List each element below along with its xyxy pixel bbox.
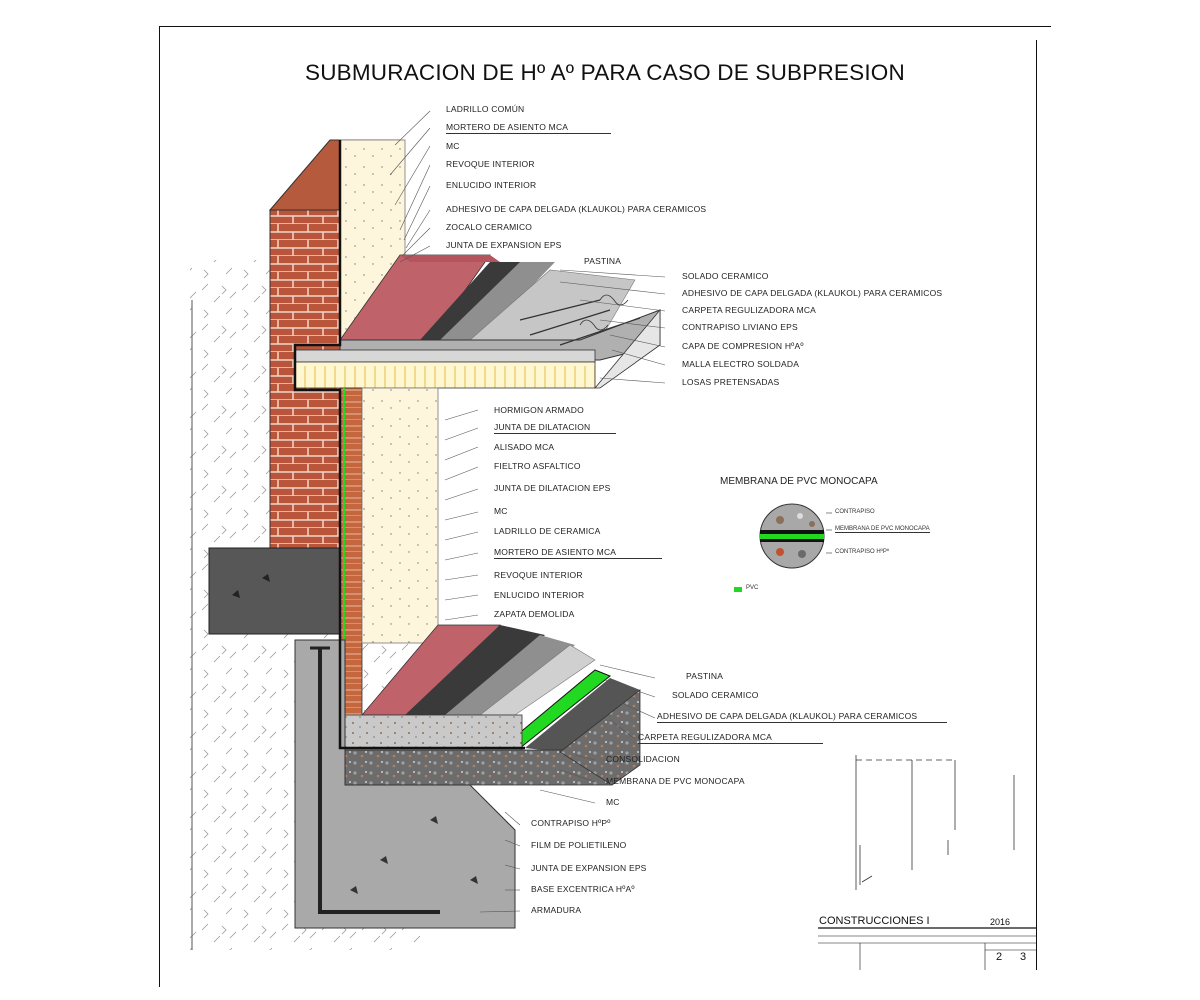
label-lower-floor-4: CONSOLIDACION: [606, 754, 680, 764]
sheet-frame: [159, 26, 1051, 987]
label-lower-wall-8: REVOQUE INTERIOR: [494, 570, 583, 580]
label-upper-wall-5: ADHESIVO DE CAPA DELGADA (KLAUKOL) PARA …: [446, 204, 707, 214]
label-upper-floor-1: ADHESIVO DE CAPA DELGADA (KLAUKOL) PARA …: [682, 288, 943, 298]
label-upper-floor-6: LOSAS PRETENSADAS: [682, 377, 780, 387]
label-lower-wall-3: FIELTRO ASFALTICO: [494, 461, 581, 471]
title-block-year: 2016: [990, 917, 1011, 927]
label-upper-wall-6: ZOCALO CERAMICO: [446, 222, 533, 232]
label-lower-wall-9: ENLUCIDO INTERIOR: [494, 590, 585, 600]
label-lower-floor-1: SOLADO CERAMICO: [672, 690, 759, 700]
label-lower-wall-5: MC: [494, 506, 508, 516]
label-upper-floor-0: SOLADO CERAMICO: [682, 271, 769, 281]
label-upper-wall-0: LADRILLO COMÚN: [446, 104, 525, 114]
title-block-total: 3: [1020, 951, 1027, 963]
membrane-label-2: CONTRAPISO HºPº: [835, 549, 890, 555]
label-lower-floor-11: ARMADURA: [531, 905, 582, 915]
label-upper-wall-8: PASTINA: [584, 256, 622, 266]
label-lower-floor-3: CARPETA REGULIZADORA MCA: [638, 732, 823, 744]
label-lower-wall-0: HORMIGON ARMADO: [494, 405, 584, 415]
title-block-course: CONSTRUCCIONES I: [819, 915, 930, 927]
label-upper-floor-2: CARPETA REGULIZADORA MCA: [682, 305, 817, 315]
label-lower-wall-4: JUNTA DE DILATACION EPS: [494, 483, 611, 493]
label-upper-floor-3: CONTRAPISO LIVIANO EPS: [682, 322, 798, 332]
sheet-frame-right: [1036, 40, 1037, 970]
membrane-label-1: MEMBRANA DE PVC MONOCAPA: [835, 526, 930, 533]
label-lower-floor-6: MC: [606, 797, 620, 807]
rebar: [318, 648, 440, 914]
label-lower-wall-10: ZAPATA DEMOLIDA: [494, 609, 575, 619]
membrane-label-0: CONTRAPISO: [835, 509, 875, 515]
label-lower-floor-5: MEMBRANA DE PVC MONOCAPA: [606, 776, 745, 786]
legend-swatch-pvc: [734, 587, 742, 592]
label-lower-floor-9: JUNTA DE EXPANSION EPS: [531, 863, 647, 873]
label-upper-wall-4: ENLUCIDO INTERIOR: [446, 180, 537, 190]
legend-pvc-label: PVC: [746, 585, 759, 591]
label-upper-wall-7: JUNTA DE EXPANSION EPS: [446, 240, 562, 250]
label-lower-floor-10: BASE EXCENTRICA HºAº: [531, 884, 635, 894]
membrane-detail-title: MEMBRANA DE PVC MONOCAPA: [720, 476, 878, 487]
label-lower-wall-1: JUNTA DE DILATACION: [494, 422, 616, 434]
elevation-sketch: [855, 755, 1015, 890]
label-lower-floor-2: ADHESIVO DE CAPA DELGADA (KLAUKOL) PARA …: [657, 711, 947, 723]
page-title: SUBMURACION DE Hº Aº PARA CASO DE SUBPRE…: [305, 60, 905, 85]
label-upper-wall-3: REVOQUE INTERIOR: [446, 159, 535, 169]
eccentric-footing: [294, 639, 516, 929]
lower-interior-finish: [361, 387, 439, 644]
old-footing: [208, 547, 350, 635]
label-upper-wall-1: MORTERO DE ASIENTO MCA: [446, 122, 611, 134]
label-upper-floor-4: CAPA DE COMPRESION HºAº: [682, 341, 804, 351]
label-upper-floor-5: MALLA ELECTRO SOLDADA: [682, 359, 800, 369]
label-lower-floor-8: FILM DE POLIETILENO: [531, 840, 627, 850]
label-upper-wall-2: MC: [446, 141, 460, 151]
label-lower-floor-7: CONTRAPISO HºPº: [531, 818, 611, 828]
label-lower-wall-7: MORTERO DE ASIENTO MCA: [494, 547, 662, 559]
title-block-sheet: 2: [996, 951, 1003, 963]
label-lower-wall-6: LADRILLO DE CERAMICA: [494, 526, 601, 536]
label-lower-floor-0: PASTINA: [686, 671, 724, 681]
title-block: [818, 927, 1036, 970]
hollow-core-slab: [294, 361, 596, 389]
label-lower-wall-2: ALISADO MCA: [494, 442, 555, 452]
